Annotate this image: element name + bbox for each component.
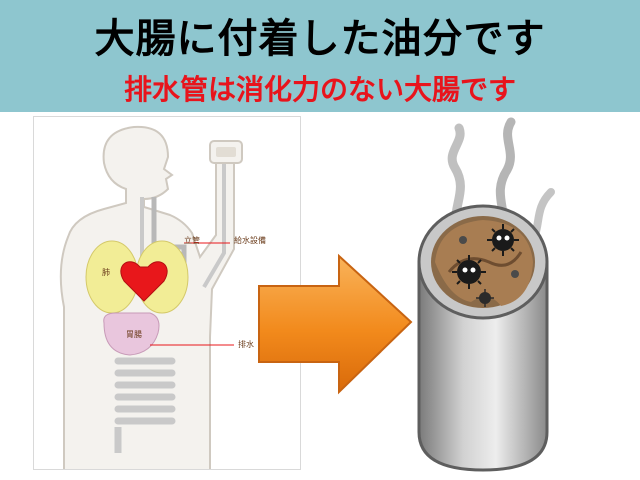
label-drain: 排水 bbox=[238, 340, 254, 349]
germ-icon bbox=[511, 270, 519, 278]
germ-icon bbox=[487, 224, 519, 256]
header-banner bbox=[0, 0, 640, 112]
label-water-supply: 給水設備 bbox=[234, 236, 266, 245]
right-arrow-icon bbox=[258, 253, 413, 395]
label-supply-pipe: 立管 bbox=[184, 236, 200, 245]
clogged-pipe-illustration bbox=[417, 117, 555, 472]
germ-icon bbox=[476, 289, 494, 307]
label-lung: 肺 bbox=[102, 268, 110, 277]
page-title: 大腸に付着した油分です bbox=[94, 16, 546, 62]
page-subtitle: 排水管は消化力のない大腸です bbox=[123, 73, 516, 106]
germ-icon bbox=[452, 255, 486, 289]
label-stomach: 胃腸 bbox=[126, 330, 142, 339]
germ-icon bbox=[459, 236, 467, 244]
body-outline-illustration bbox=[59, 125, 243, 469]
body-plumbing-diagram: 立管 給水設備 肺 胃腸 排水 bbox=[33, 116, 301, 470]
